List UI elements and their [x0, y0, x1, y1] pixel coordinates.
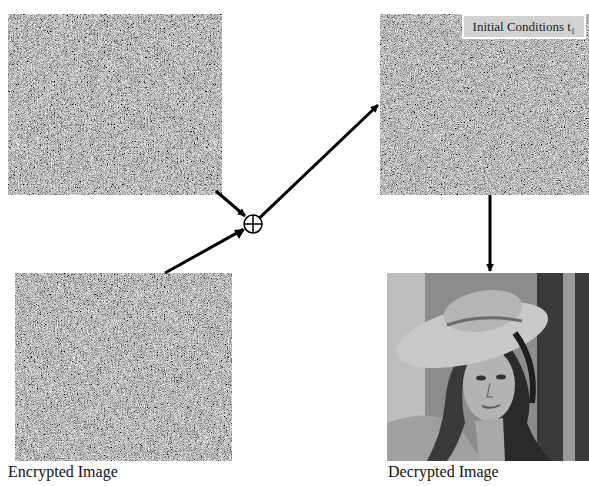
- noise-image: [380, 14, 589, 195]
- decrypted-image: Decrypted Image: [387, 273, 589, 461]
- photo: [387, 273, 589, 461]
- input-arrow: [216, 191, 245, 216]
- xor-symbol: [244, 215, 262, 233]
- noise-image: [8, 14, 222, 195]
- intermediate-image: Initial Conditions t₁: [380, 14, 589, 195]
- image-caption: Decrypted Image: [388, 463, 499, 481]
- conditions-box: Initial Conditions t₁: [462, 14, 586, 39]
- image-caption: Encrypted Image: [8, 463, 118, 481]
- encrypted-image: Encrypted Image: [15, 273, 232, 461]
- noise-image: [15, 273, 232, 461]
- flow-arrow: [165, 105, 378, 273]
- flow-arrow: [489, 195, 492, 271]
